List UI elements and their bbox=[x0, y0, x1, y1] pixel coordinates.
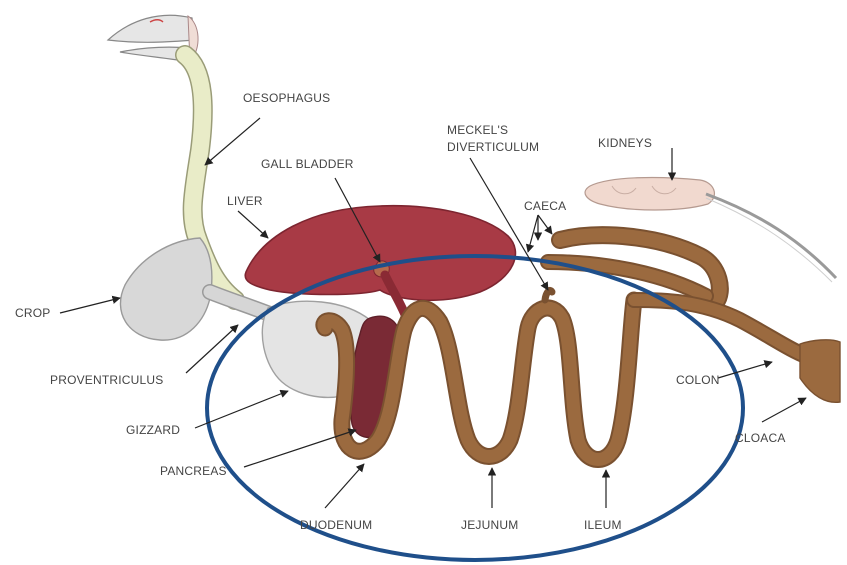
label-kidneys: KIDNEYS bbox=[598, 136, 652, 150]
label-ileum: ILEUM bbox=[584, 518, 622, 532]
label-jejunum: JEJUNUM bbox=[461, 518, 518, 532]
label-cloaca: CLOACA bbox=[735, 431, 786, 445]
label-duodenum: DUODENUM bbox=[300, 518, 372, 532]
label-proventriculus: PROVENTRICULUS bbox=[50, 373, 163, 387]
label-pancreas: PANCREAS bbox=[160, 464, 227, 478]
label-gall-bladder: GALL BLADDER bbox=[261, 157, 354, 171]
label-caeca: CAECA bbox=[524, 199, 566, 213]
label-oesophagus: OESOPHAGUS bbox=[243, 91, 330, 105]
label-crop: CROP bbox=[15, 306, 50, 320]
liver bbox=[245, 206, 515, 300]
label-meckels-line1: MECKEL'S bbox=[447, 123, 508, 137]
crop bbox=[120, 238, 211, 340]
cloaca bbox=[800, 340, 840, 402]
label-liver: LIVER bbox=[227, 194, 263, 208]
label-meckels-line2: DIVERTICULUM bbox=[447, 140, 539, 154]
highlight-ellipse bbox=[207, 256, 743, 560]
label-gizzard: GIZZARD bbox=[126, 423, 180, 437]
label-colon: COLON bbox=[676, 373, 720, 387]
